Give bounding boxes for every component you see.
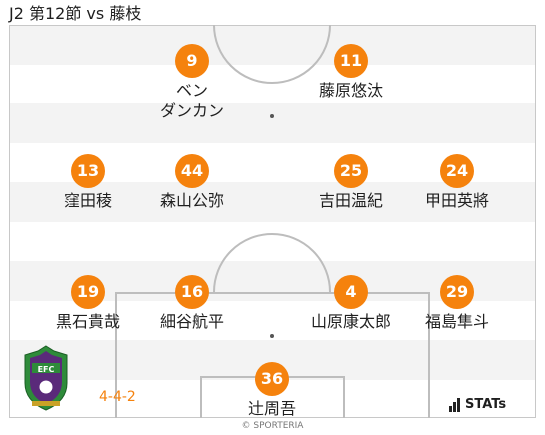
player-name: 窪田稜 — [63, 191, 112, 210]
player-name: 細谷航平 — [159, 312, 224, 331]
player-marker: 36 辻周吾 — [217, 362, 327, 419]
stats-logo-text: STATs — [465, 397, 507, 412]
pitch-lines — [9, 25, 536, 418]
pitch-stripe — [9, 103, 536, 143]
player-marker: 16 細谷航平 — [137, 275, 247, 332]
player-marker: 44 森山公弥 — [137, 154, 247, 211]
player-number: 25 — [334, 154, 368, 188]
player-name: 吉田温紀 — [318, 191, 383, 210]
player-number: 36 — [255, 362, 289, 396]
stats-logo: STATs — [449, 396, 506, 412]
player-name: 黒石貴哉 — [55, 312, 120, 331]
player-marker: 13 窪田稜 — [33, 154, 143, 211]
player-name: 山原康太郎 — [310, 312, 391, 331]
pitch-stripe — [9, 25, 536, 65]
player-name: 辻周吾 — [247, 399, 296, 418]
player-number: 9 — [175, 44, 209, 78]
stats-bar-icon — [449, 406, 452, 412]
club-crest-icon: EFC — [24, 345, 68, 411]
player-marker: 4 山原康太郎 — [296, 275, 406, 332]
player-marker: 11 藤原悠汰 — [296, 44, 406, 101]
player-number: 19 — [71, 275, 105, 309]
player-name: 甲田英將 — [424, 191, 489, 210]
stats-bar-icon — [457, 398, 460, 412]
player-number: 4 — [334, 275, 368, 309]
formation-label: 4-4-2 — [99, 389, 136, 405]
pitch — [9, 25, 536, 418]
player-name: 福島隼斗 — [424, 312, 489, 331]
player-number: 24 — [440, 154, 474, 188]
stats-bar-icon — [453, 402, 456, 412]
pitch-stripe — [9, 182, 536, 222]
player-number: 44 — [175, 154, 209, 188]
player-marker: 24 甲田英將 — [402, 154, 512, 211]
player-name: 森山公弥 — [159, 191, 224, 210]
player-marker: 29 福島隼斗 — [402, 275, 512, 332]
match-title: J2 第12節 vs 藤枝 — [9, 4, 142, 23]
player-name: ベン ダンカン — [159, 81, 224, 120]
player-number: 29 — [440, 275, 474, 309]
player-number: 16 — [175, 275, 209, 309]
player-marker: 19 黒石貴哉 — [33, 275, 143, 332]
player-number: 11 — [334, 44, 368, 78]
svg-text:EFC: EFC — [38, 365, 55, 374]
player-marker: 25 吉田温紀 — [296, 154, 406, 211]
credit: © SPORTERIA — [241, 421, 304, 431]
player-number: 13 — [71, 154, 105, 188]
player-name: 藤原悠汰 — [318, 81, 383, 100]
